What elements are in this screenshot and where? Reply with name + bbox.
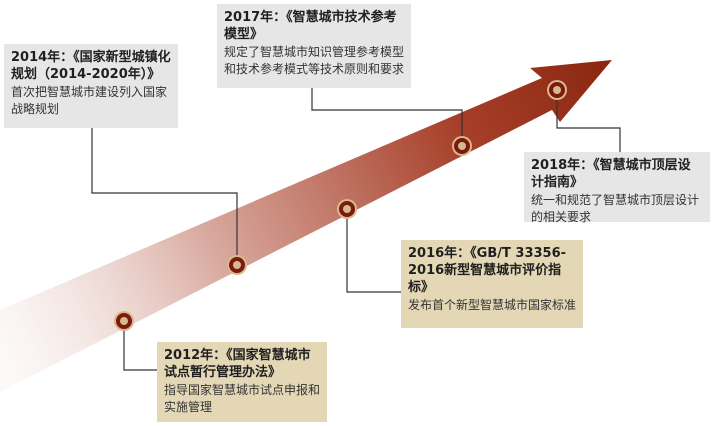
leader-line-2014 xyxy=(91,128,238,265)
milestone-marker-2017 xyxy=(452,136,472,156)
leader-line-2017 xyxy=(311,88,463,146)
milestone-desc-2016: 发布首个新型智慧城市国家标准 xyxy=(408,298,577,312)
milestone-desc-2017: 规定了智慧城市知识管理参考模型和技术参考模式等技术原则和要求 xyxy=(224,45,405,76)
milestone-box-2018: 2018年：《智慧城市顶层设计指南》 统一和规范了智慧城市顶层设计的相关要求 xyxy=(524,152,710,224)
milestone-marker-2014 xyxy=(227,255,247,275)
milestone-marker-2012 xyxy=(114,311,134,331)
milestone-title-2017: 2017年：《智慧城市技术参考模型》 xyxy=(224,10,397,42)
milestone-title-2016: 2016年：《GB/T 33356-2016新型智慧城市评价指标》 xyxy=(408,246,567,295)
milestone-title-2014: 2014年：《国家新型城镇化规划（2014-2020年）》 xyxy=(11,50,171,82)
leader-lines xyxy=(91,88,621,371)
leader-line-2018 xyxy=(556,90,621,152)
milestone-box-2014: 2014年：《国家新型城镇化规划（2014-2020年）》 首次把智慧城市建设列… xyxy=(4,44,178,128)
milestone-title-2018: 2018年：《智慧城市顶层设计指南》 xyxy=(531,158,691,190)
milestone-desc-2014: 首次把智慧城市建设列入国家战略规划 xyxy=(11,85,168,116)
milestone-box-2012: 2012年：《国家智慧城市试点暂行管理办法》 指导国家智慧城市试点申报和实施管理 xyxy=(157,342,327,422)
milestone-marker-2016 xyxy=(337,199,357,219)
milestone-desc-2018: 统一和规范了智慧城市顶层设计的相关要求 xyxy=(531,193,700,224)
milestone-desc-2012: 指导国家智慧城市试点申报和实施管理 xyxy=(164,383,321,414)
leader-line-2016 xyxy=(346,209,406,293)
milestone-box-2017: 2017年：《智慧城市技术参考模型》 规定了智慧城市知识管理参考模型和技术参考模… xyxy=(217,4,411,88)
milestone-marker-2018 xyxy=(547,80,567,100)
milestone-box-2016: 2016年：《GB/T 33356-2016新型智慧城市评价指标》 发布首个新型… xyxy=(401,240,583,328)
milestone-title-2012: 2012年：《国家智慧城市试点暂行管理办法》 xyxy=(164,348,311,380)
leader-line-2012 xyxy=(123,321,160,371)
